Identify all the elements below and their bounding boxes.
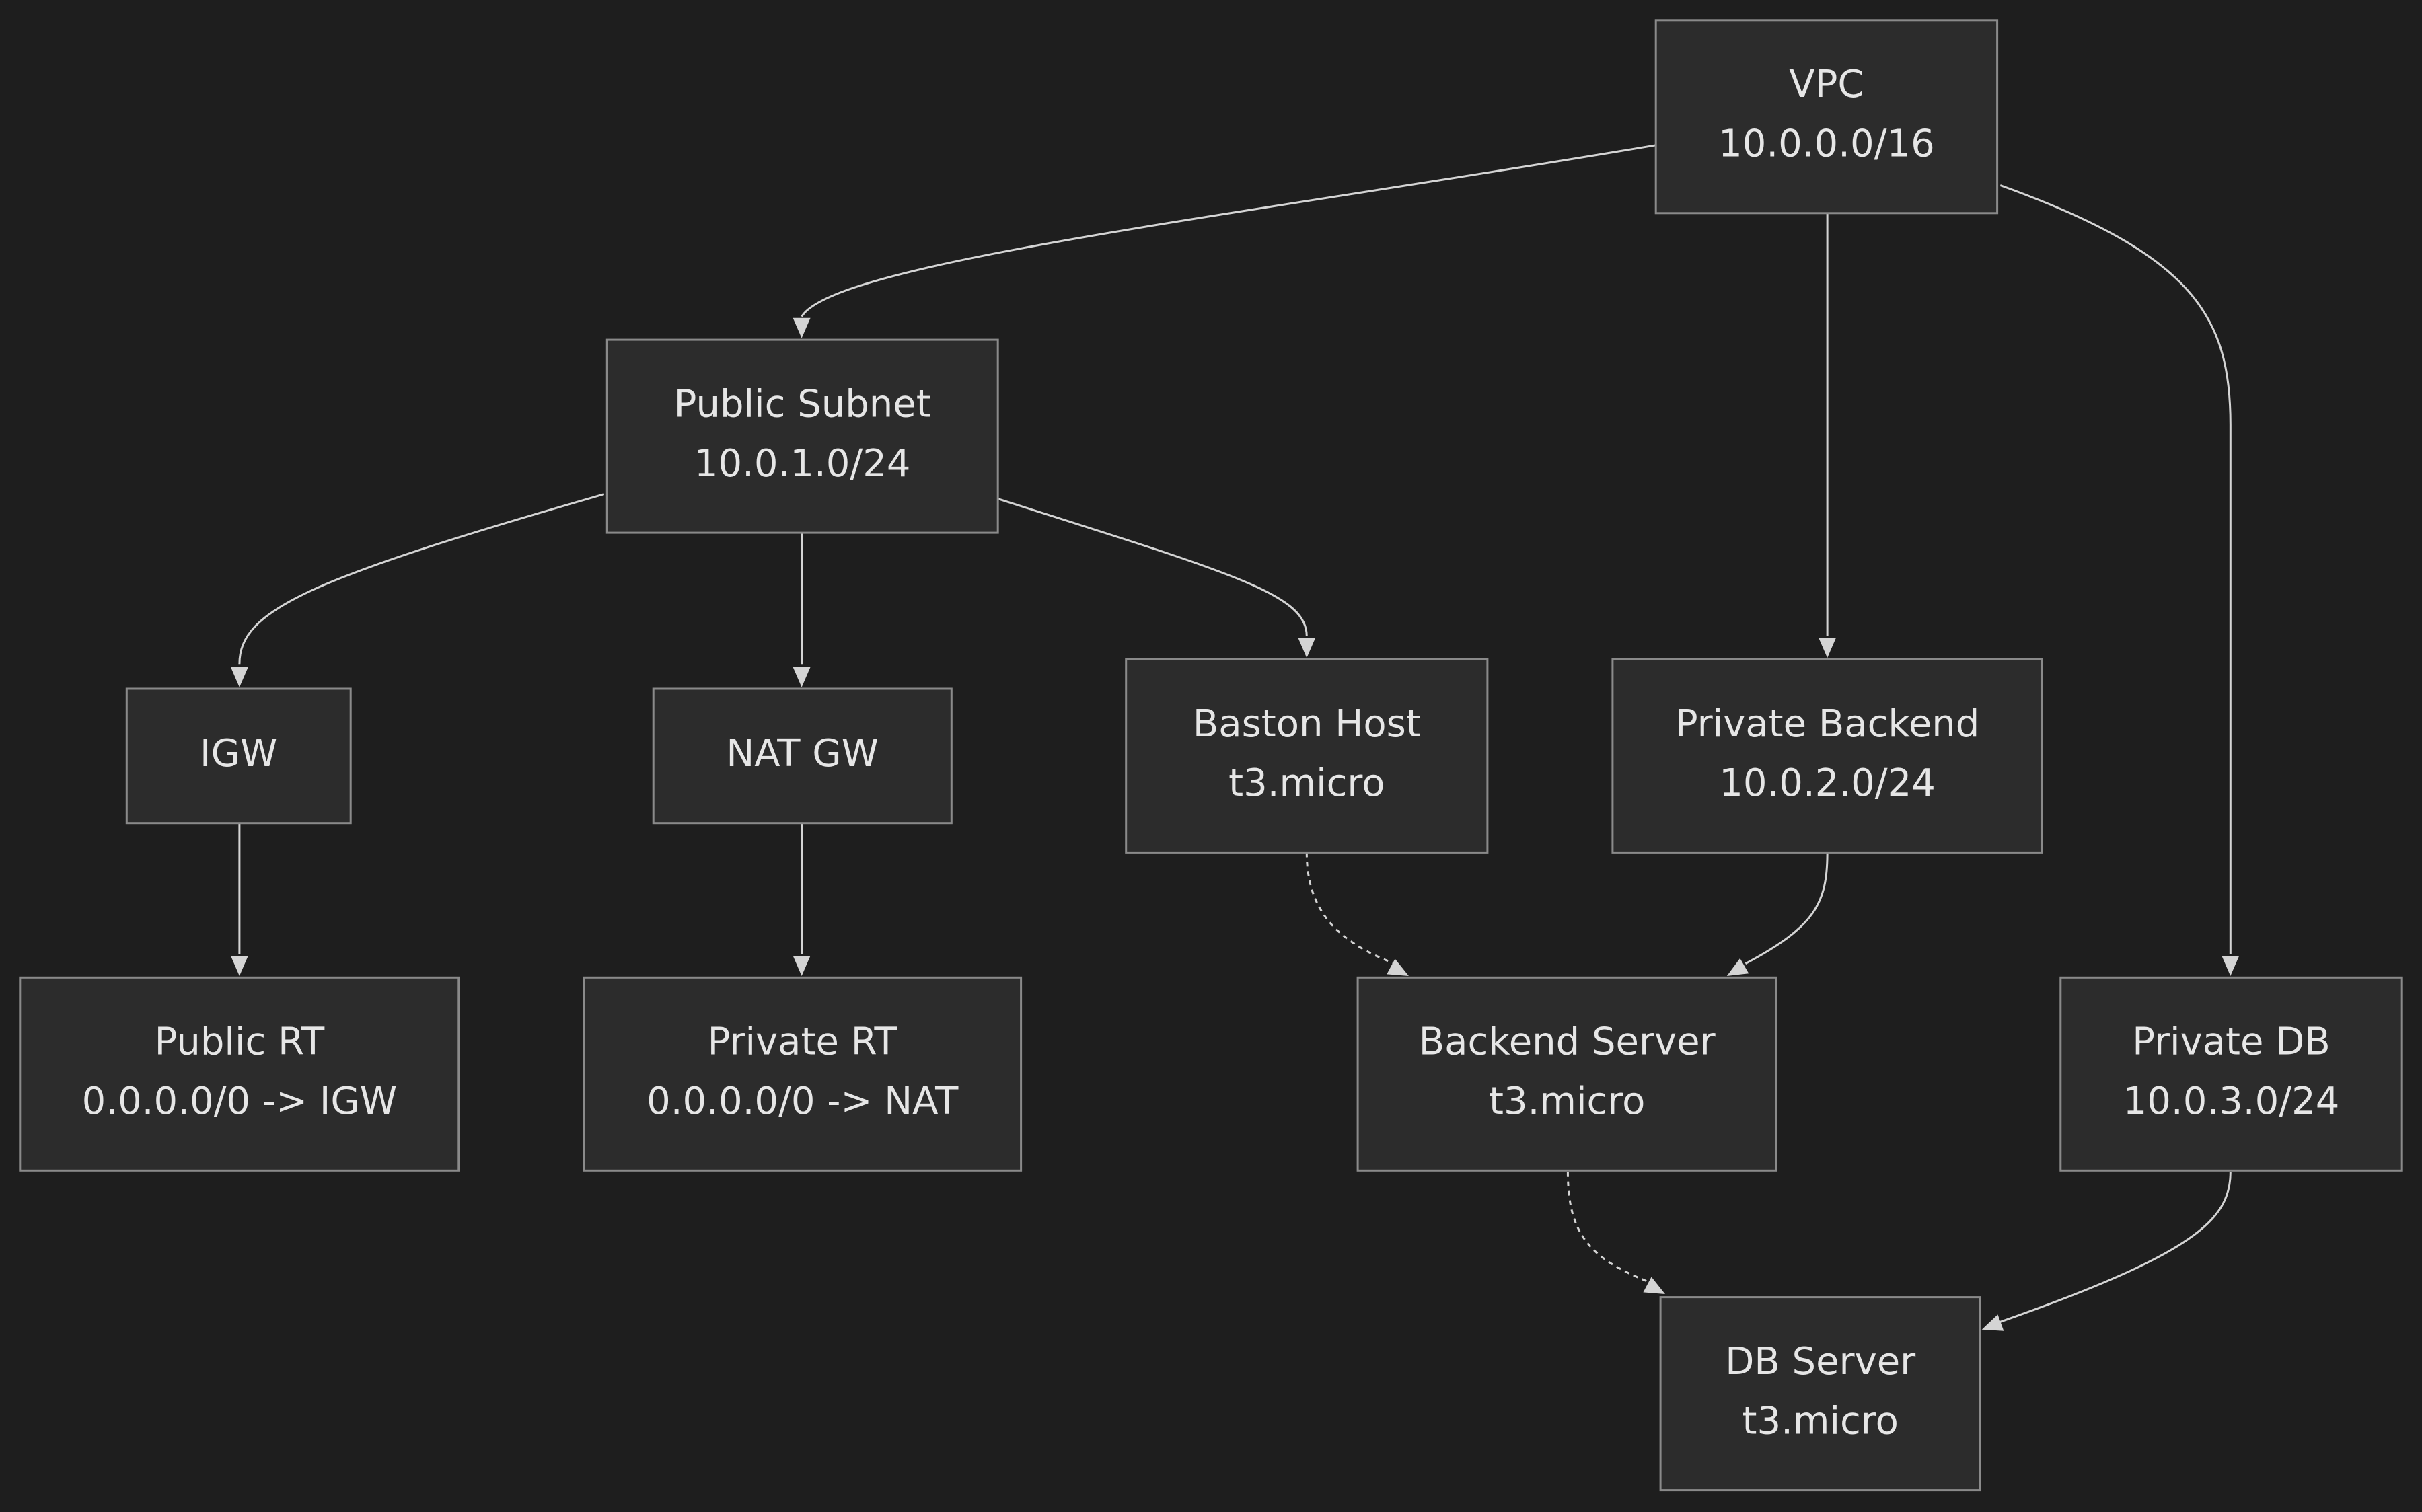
node-subtitle: 10.0.1.0/24 bbox=[694, 442, 911, 486]
node-subtitle: t3.micro bbox=[1228, 761, 1385, 805]
node-box bbox=[583, 976, 1023, 1172]
arrow-head-icon bbox=[230, 956, 248, 976]
arrow-head-icon bbox=[1726, 958, 1749, 976]
node-box bbox=[1611, 658, 2043, 854]
edge-line bbox=[1745, 852, 1829, 965]
edge-line bbox=[238, 493, 605, 665]
edge-line bbox=[801, 144, 1656, 317]
node-box bbox=[1125, 658, 1489, 854]
node-subtitle: 0.0.0.0/0 -> IGW bbox=[82, 1080, 397, 1123]
node-private-backend: Private Backend 10.0.2.0/24 bbox=[1611, 658, 2043, 854]
edge-line bbox=[1566, 1172, 1649, 1283]
node-public-rt: Public RT 0.0.0.0/0 -> IGW bbox=[19, 976, 460, 1172]
edge-baston-host-to-backend-server bbox=[1305, 852, 1409, 976]
edge-vpc-to-private-backend bbox=[1819, 213, 1837, 658]
node-title: Public Subnet bbox=[674, 383, 931, 426]
node-title: Backend Server bbox=[1419, 1020, 1716, 1064]
node-subtitle: 10.0.0.0/16 bbox=[1718, 122, 1935, 166]
arrow-head-icon bbox=[1643, 1277, 1665, 1294]
node-box bbox=[1654, 19, 1999, 215]
edge-public-subnet-to-baston-host bbox=[997, 498, 1316, 658]
node-title: DB Server bbox=[1725, 1340, 1916, 1384]
node-title: Private Backend bbox=[1675, 702, 1979, 746]
arrow-head-icon bbox=[793, 317, 811, 338]
edge-backend-server-to-db-server bbox=[1566, 1172, 1665, 1294]
edge-public-subnet-to-igw bbox=[230, 493, 605, 687]
node-box bbox=[606, 338, 999, 534]
node-title: Private DB bbox=[2132, 1020, 2331, 1064]
node-private-rt: Private RT 0.0.0.0/0 -> NAT bbox=[583, 976, 1023, 1172]
node-box bbox=[1356, 976, 1777, 1172]
node-subtitle: t3.micro bbox=[1742, 1399, 1899, 1443]
edge-private-db-to-db-server bbox=[1981, 1172, 2232, 1331]
edge-line bbox=[1305, 852, 1395, 965]
node-subtitle: t3.micro bbox=[1489, 1080, 1645, 1123]
node-title: NAT GW bbox=[726, 732, 879, 776]
node-box bbox=[652, 687, 953, 825]
arrow-head-icon bbox=[1981, 1314, 2004, 1331]
node-box bbox=[1659, 1296, 1981, 1492]
edge-vpc-to-public-subnet bbox=[793, 144, 1656, 338]
edge-private-backend-to-backend-server bbox=[1726, 852, 1829, 976]
edge-igw-to-public-rt bbox=[230, 823, 248, 976]
node-subtitle: 0.0.0.0/0 -> NAT bbox=[647, 1080, 959, 1123]
node-title: VPC bbox=[1789, 63, 1864, 106]
node-vpc: VPC 10.0.0.0/16 bbox=[1654, 19, 1999, 215]
node-igw: IGW bbox=[125, 687, 352, 825]
node-title: Public RT bbox=[155, 1020, 325, 1064]
edge-line bbox=[997, 498, 1308, 636]
node-subtitle: 10.0.2.0/24 bbox=[1719, 761, 1936, 805]
node-title: Private RT bbox=[708, 1020, 898, 1064]
edges-layer bbox=[230, 144, 2240, 1331]
node-db-server: DB Server t3.micro bbox=[1659, 1296, 1981, 1492]
edge-line bbox=[1999, 184, 2232, 954]
node-subtitle: 10.0.3.0/24 bbox=[2123, 1080, 2340, 1123]
edge-line bbox=[1999, 1172, 2232, 1323]
arrow-head-icon bbox=[1387, 958, 1409, 976]
node-title: IGW bbox=[200, 732, 277, 776]
arrow-head-icon bbox=[793, 956, 811, 976]
arrow-head-icon bbox=[1298, 638, 1316, 658]
arrow-head-icon bbox=[2222, 956, 2240, 976]
node-box bbox=[2059, 976, 2403, 1172]
arrow-head-icon bbox=[793, 667, 811, 687]
node-backend-server: Backend Server t3.micro bbox=[1356, 976, 1777, 1172]
arrow-head-icon bbox=[230, 667, 248, 687]
node-nat-gw: NAT GW bbox=[652, 687, 953, 825]
node-public-subnet: Public Subnet 10.0.1.0/24 bbox=[606, 338, 999, 534]
edge-nat-gw-to-private-rt bbox=[793, 823, 811, 976]
node-title: Baston Host bbox=[1193, 702, 1421, 746]
edge-public-subnet-to-nat-gw bbox=[793, 533, 811, 687]
node-private-db: Private DB 10.0.3.0/24 bbox=[2059, 976, 2403, 1172]
node-baston-host: Baston Host t3.micro bbox=[1125, 658, 1489, 854]
node-box bbox=[19, 976, 460, 1172]
arrow-head-icon bbox=[1819, 638, 1837, 658]
edge-vpc-to-private-db bbox=[1999, 184, 2240, 976]
node-box bbox=[125, 687, 352, 825]
